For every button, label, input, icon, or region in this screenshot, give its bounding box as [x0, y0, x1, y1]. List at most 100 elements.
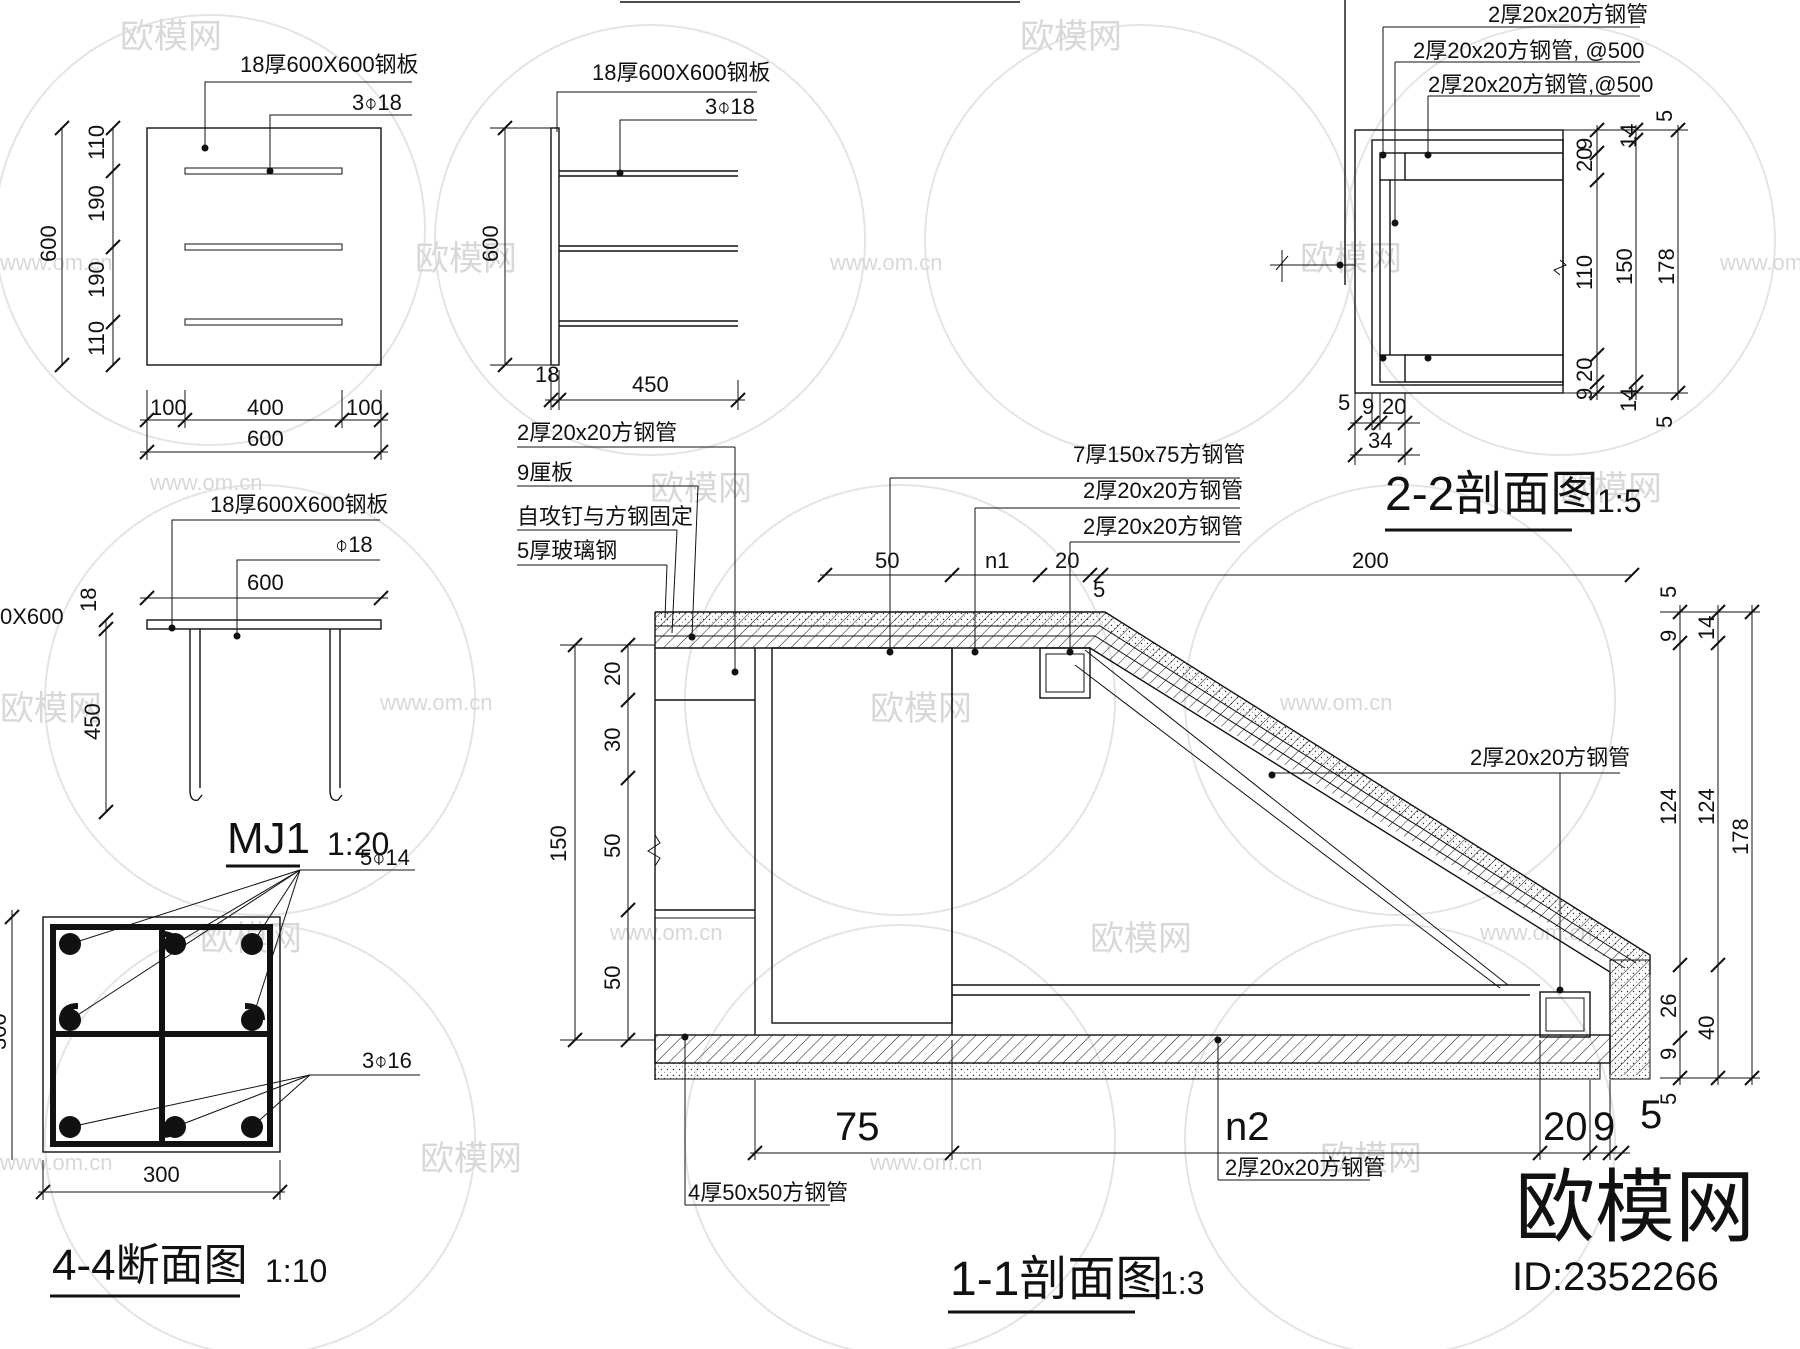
dim-text: 40 — [1694, 1016, 1719, 1040]
dim-text: 18 — [76, 588, 101, 612]
leader-line — [556, 91, 757, 132]
watermark-brand: 欧模网 — [420, 1140, 522, 1178]
brand-id: ID:2352266 — [1512, 1255, 1719, 1299]
plate-label: 18厚600X600钢板 — [592, 60, 771, 85]
watermark-brand: 欧模网 — [120, 18, 222, 56]
dim-text: 5 — [1656, 1093, 1681, 1105]
leader-line — [619, 119, 757, 173]
dim-text: 450 — [632, 372, 669, 397]
material-label: 2厚20x20方钢管,@500 — [1428, 72, 1653, 97]
mj1-side: 18厚600X600钢板 3⌽18 600 18 450 — [478, 60, 771, 410]
plate-label: 18厚600X600钢板 — [240, 52, 419, 77]
material-label: 2厚20x20方钢管 — [517, 420, 677, 445]
watermark-url: www.om.cn — [1719, 250, 1800, 275]
watermark-brand: 欧模网 — [870, 690, 972, 728]
watermark-url: www.om.cn — [1279, 690, 1392, 715]
dim-text: 20 — [1382, 394, 1406, 419]
rebar-slot — [184, 243, 343, 251]
steel-tube-20 — [1539, 991, 1591, 1038]
dim-text: 9 — [1572, 138, 1597, 150]
material-label: 5厚玻璃钢 — [517, 538, 617, 563]
material-label: 自攻钉与方钢固定 — [517, 504, 693, 529]
dim-text: 5 — [1093, 577, 1105, 602]
watermark-brand: 欧模网 — [1300, 240, 1402, 278]
dim-text: 400 — [247, 395, 284, 420]
material-label: 2厚20x20方钢管 — [1225, 1155, 1385, 1180]
bottom-frp — [654, 1062, 1601, 1080]
watermark-url: www.om.cn — [149, 470, 262, 495]
dim-text: 110 — [84, 321, 109, 356]
material-label: 2厚20x20方钢管 — [1083, 514, 1243, 539]
dim-text: 9 — [1656, 630, 1681, 642]
material-label: 2厚20x20方钢管 — [1083, 478, 1243, 503]
dim-text: n2 — [1225, 1105, 1270, 1149]
dim-text: 190 — [84, 185, 109, 222]
dim-text: 14 — [1694, 616, 1719, 640]
watermark-brand: 欧模网 — [650, 470, 752, 508]
bars-label: 3⌽18 — [705, 94, 755, 119]
dim-text: 124 — [1694, 788, 1719, 825]
drawing-title: MJ1 — [227, 814, 310, 863]
drawing-scale: 1:10 — [265, 1253, 327, 1289]
dim-text: 50 — [875, 548, 899, 573]
dim-text: 600 — [478, 225, 503, 262]
plate-section — [146, 619, 382, 630]
watermark-layer: 欧模网 欧模网 欧模网 欧模网 欧模网 欧模网 欧模网 欧模网 欧模网 欧模网 … — [0, 14, 1800, 1349]
material-label: 2厚20x20方钢管 — [1488, 2, 1648, 27]
dim-text: 300 — [0, 1013, 11, 1050]
material-label: 7厚150x75方钢管 — [1073, 442, 1245, 467]
dim-text: n1 — [985, 548, 1009, 573]
watermark-url: www.om.cn — [829, 250, 942, 275]
watermark-brand: 欧模网 — [415, 240, 517, 278]
cut-label: 0X600 — [0, 604, 64, 629]
watermark-brand: 欧模网 — [1320, 1140, 1422, 1178]
bottom-plywood — [654, 1034, 1611, 1064]
dim-text: 110 — [1572, 255, 1597, 290]
mj1-bottom: 18厚600X600钢板 ⌽18 600 18 450 0X600 MJ1 1:… — [0, 492, 389, 868]
dim-text: 100 — [150, 395, 187, 420]
dim-total: 178 — [1654, 248, 1679, 285]
section-4-4: 5⌽14 3⌽16 300 300 4-4断面图 1:10 — [0, 845, 420, 1298]
anchor-bar — [189, 629, 203, 801]
bar-label: 3⌽16 — [362, 1048, 412, 1073]
watermark-url: www.om.cn — [0, 250, 112, 275]
dim-text: 200 — [1352, 548, 1389, 573]
dim-text: 9 — [1362, 394, 1374, 419]
column-outline — [42, 916, 281, 1153]
bars-label: 3⌽18 — [352, 90, 402, 115]
dim-text: 450 — [80, 703, 105, 740]
leader-line — [204, 81, 412, 148]
watermark-brand: 欧模网 — [1020, 18, 1122, 56]
drawing-title: 2-2剖面图 — [1385, 468, 1598, 521]
dim-text: 14 — [1616, 388, 1641, 412]
bar-label: ⌽18 — [335, 532, 373, 557]
rebar-slot — [184, 167, 343, 175]
section-1-1: 2厚20x20方钢管 9厘板 自攻钉与方钢固定 5厚玻璃钢 7厚150x75方钢… — [517, 420, 1760, 1314]
dim-text: 5 — [1652, 416, 1677, 428]
dim-text: 150 — [1612, 248, 1637, 285]
section-2-2: 2厚20x20方钢管 2厚20x20方钢管, @500 2厚20x20方钢管,@… — [1270, 2, 1688, 532]
dim-total: 150 — [546, 825, 571, 862]
dim-text: 75 — [835, 1105, 880, 1149]
dim-text: 30 — [600, 728, 625, 752]
dim-text: 110 — [84, 125, 109, 160]
dim-text: 5 — [1640, 1093, 1662, 1137]
watermark-url: www.om.cn — [609, 920, 722, 945]
dim-text: 20 — [1572, 358, 1597, 382]
dim-text: 34 — [1368, 428, 1392, 453]
dim-text: 50 — [600, 834, 625, 858]
dim-text: 9 — [1572, 388, 1597, 400]
material-label: 9厘板 — [517, 460, 573, 485]
dim-total: 600 — [247, 426, 284, 451]
drawing-title: 4-4断面图 — [52, 1241, 248, 1290]
material-label: 4厚50x50方钢管 — [688, 1180, 848, 1205]
watermark-url: www.om.cn — [379, 690, 492, 715]
dim-text: 124 — [1656, 788, 1681, 825]
dim-text: 5 — [1338, 390, 1350, 415]
dim-text: 20 — [600, 662, 625, 686]
watermark-url: www.om.cn — [869, 1150, 982, 1175]
leader-line — [269, 114, 412, 171]
watermark-brand: 欧模网 — [0, 690, 102, 728]
dim-text: 190 — [84, 261, 109, 298]
